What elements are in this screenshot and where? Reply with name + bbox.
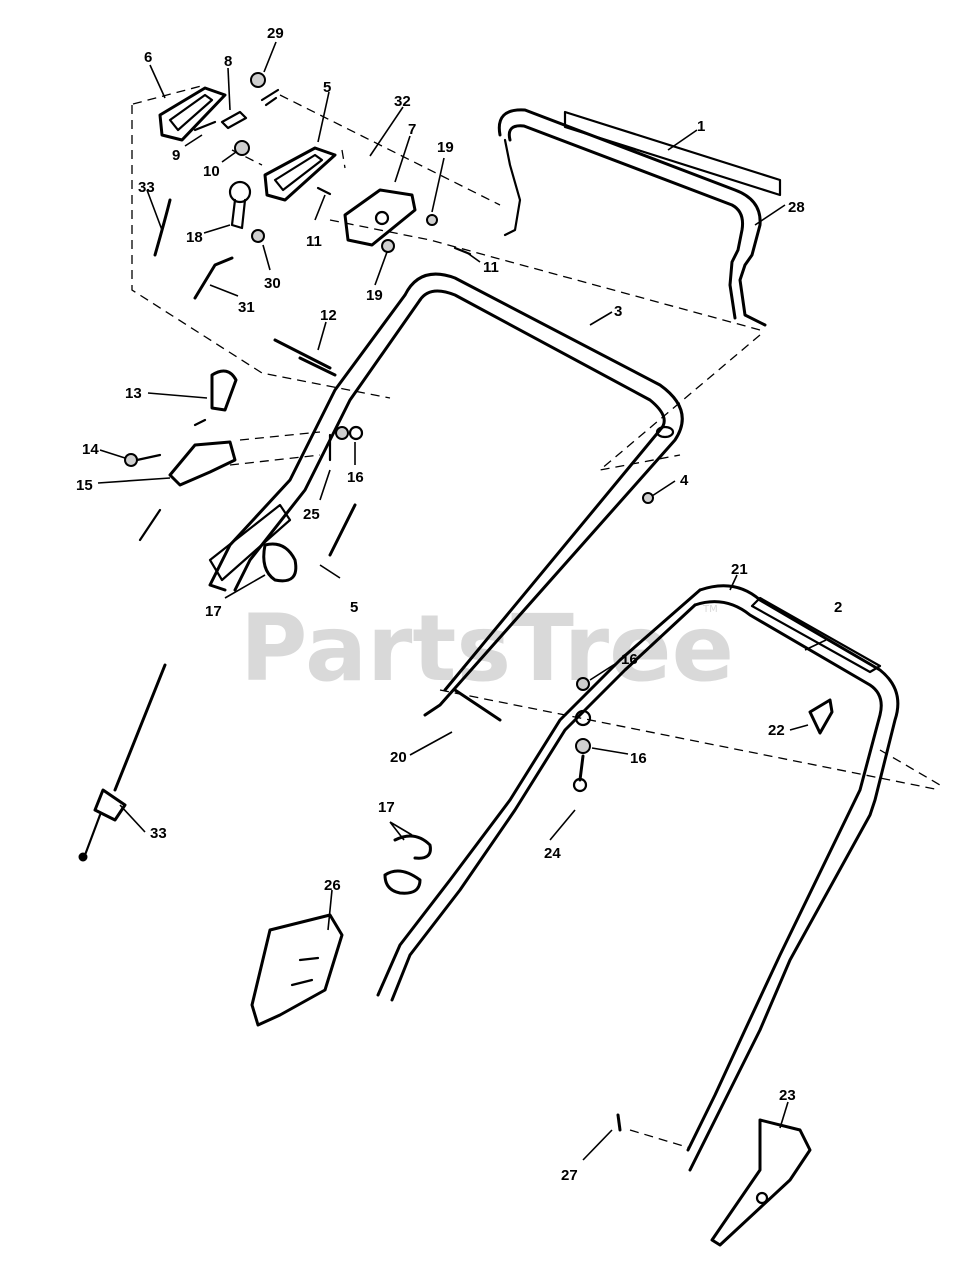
part-23-plate <box>710 1118 812 1247</box>
part-26-plate <box>250 913 344 1027</box>
part-9-pin <box>193 120 217 132</box>
part-10-washer <box>234 140 250 156</box>
callout-13: 13 <box>125 385 142 402</box>
assembly-lines <box>131 84 941 1149</box>
part-24-bolt <box>578 754 585 782</box>
callout-10: 10 <box>203 163 220 180</box>
part-20-bolt <box>453 688 502 722</box>
part-6-control-box <box>158 86 227 142</box>
callout-16-b: 16 <box>621 651 638 668</box>
part-5-lower <box>328 503 357 557</box>
hardware <box>78 72 834 1247</box>
part-30-nut <box>251 229 265 243</box>
part-33-tip <box>78 852 88 862</box>
callout-27: 27 <box>561 1167 578 1184</box>
part-19-nut-b <box>381 239 395 253</box>
part-13-knob <box>210 369 238 412</box>
part-21-lower-handle <box>376 584 900 1172</box>
callout-25: 25 <box>303 506 320 523</box>
part-5-slot <box>208 503 292 582</box>
watermark: PartsTree TM <box>240 595 734 702</box>
callout-29: 29 <box>267 25 284 42</box>
part-handle-hole <box>574 709 592 727</box>
callout-33-bottom: 33 <box>150 825 167 842</box>
part-8-spring <box>220 110 248 130</box>
callout-26: 26 <box>324 877 341 894</box>
part-16-nut-b <box>576 677 590 691</box>
callout-5-upper: 5 <box>323 79 331 96</box>
callout-20: 20 <box>390 749 407 766</box>
part-5-panel <box>263 146 337 202</box>
callout-18: 18 <box>186 229 203 246</box>
part-15-bracket <box>168 440 237 487</box>
part-17-clamp-a <box>262 542 298 583</box>
callout-leaders <box>97 41 827 1161</box>
part-26-slots <box>290 956 320 987</box>
part-14-bolt <box>135 453 162 462</box>
callout-2: 2 <box>834 599 842 616</box>
part-22-bracket <box>808 698 834 735</box>
callout-32: 32 <box>394 93 411 110</box>
callout-14: 14 <box>82 441 99 458</box>
part-29-bolt <box>260 88 280 107</box>
part-16-nut-a <box>335 426 349 440</box>
callout-33-top: 33 <box>138 179 155 196</box>
part-19-nut-a <box>426 214 438 226</box>
part-15-spring <box>138 418 207 542</box>
part-33-fitting <box>93 788 127 822</box>
part-18-lever <box>230 198 247 230</box>
callout-19-top: 19 <box>437 139 454 156</box>
callout-19-bottom: 19 <box>366 287 383 304</box>
part-16-nut-c <box>575 738 591 754</box>
part-11-screw-a <box>316 186 332 196</box>
part-31-conduit <box>193 256 234 300</box>
part-23-hole <box>755 1191 769 1205</box>
callout-12: 12 <box>320 307 337 324</box>
part-17-clamp-b <box>393 834 432 860</box>
callout-5-lower: 5 <box>350 599 358 616</box>
callout-16-c: 16 <box>630 750 647 767</box>
part-4-screw <box>642 492 654 504</box>
part-24-eye <box>572 777 588 793</box>
part-14-nut <box>124 453 138 467</box>
callout-16-a: 16 <box>347 469 364 486</box>
part-7-housing <box>343 188 417 247</box>
callout-9: 9 <box>172 147 180 164</box>
callout-7: 7 <box>408 121 416 138</box>
part-28-upper-handle <box>497 108 767 327</box>
callout-23: 23 <box>779 1087 796 1104</box>
part-33-rod <box>83 813 102 857</box>
callout-8: 8 <box>224 53 232 70</box>
callout-labels: 1 2 3 4 5 5 6 7 8 9 10 11 11 12 13 14 15… <box>76 25 842 1184</box>
callout-21: 21 <box>731 561 748 578</box>
callout-17-b: 17 <box>378 799 395 816</box>
part-17-clamp-c <box>383 869 422 895</box>
callout-17-a: 17 <box>205 603 222 620</box>
callout-11-left: 11 <box>306 233 322 250</box>
part-33-cable-end <box>153 198 172 257</box>
callout-4: 4 <box>680 472 689 489</box>
part-1-grip <box>563 110 782 197</box>
callout-1: 1 <box>697 118 705 135</box>
callout-30: 30 <box>264 275 281 292</box>
callout-28: 28 <box>788 199 805 216</box>
part-3-middle-handle <box>208 272 684 717</box>
part-27-pin <box>616 1113 622 1132</box>
part-29-nut <box>250 72 266 88</box>
callout-3: 3 <box>614 303 622 320</box>
watermark-text: PartsTree <box>240 595 734 702</box>
callout-11-right: 11 <box>483 259 499 276</box>
callout-6: 6 <box>144 49 152 66</box>
callout-24: 24 <box>544 845 561 862</box>
part-16-washer-a <box>348 425 364 441</box>
part-18-knob <box>228 180 252 204</box>
callout-15: 15 <box>76 477 93 494</box>
watermark-tm: TM <box>702 604 718 615</box>
callout-22: 22 <box>768 722 785 739</box>
part-33-cable <box>113 663 167 792</box>
callout-31: 31 <box>238 299 255 316</box>
part-12-bolt <box>273 338 337 377</box>
